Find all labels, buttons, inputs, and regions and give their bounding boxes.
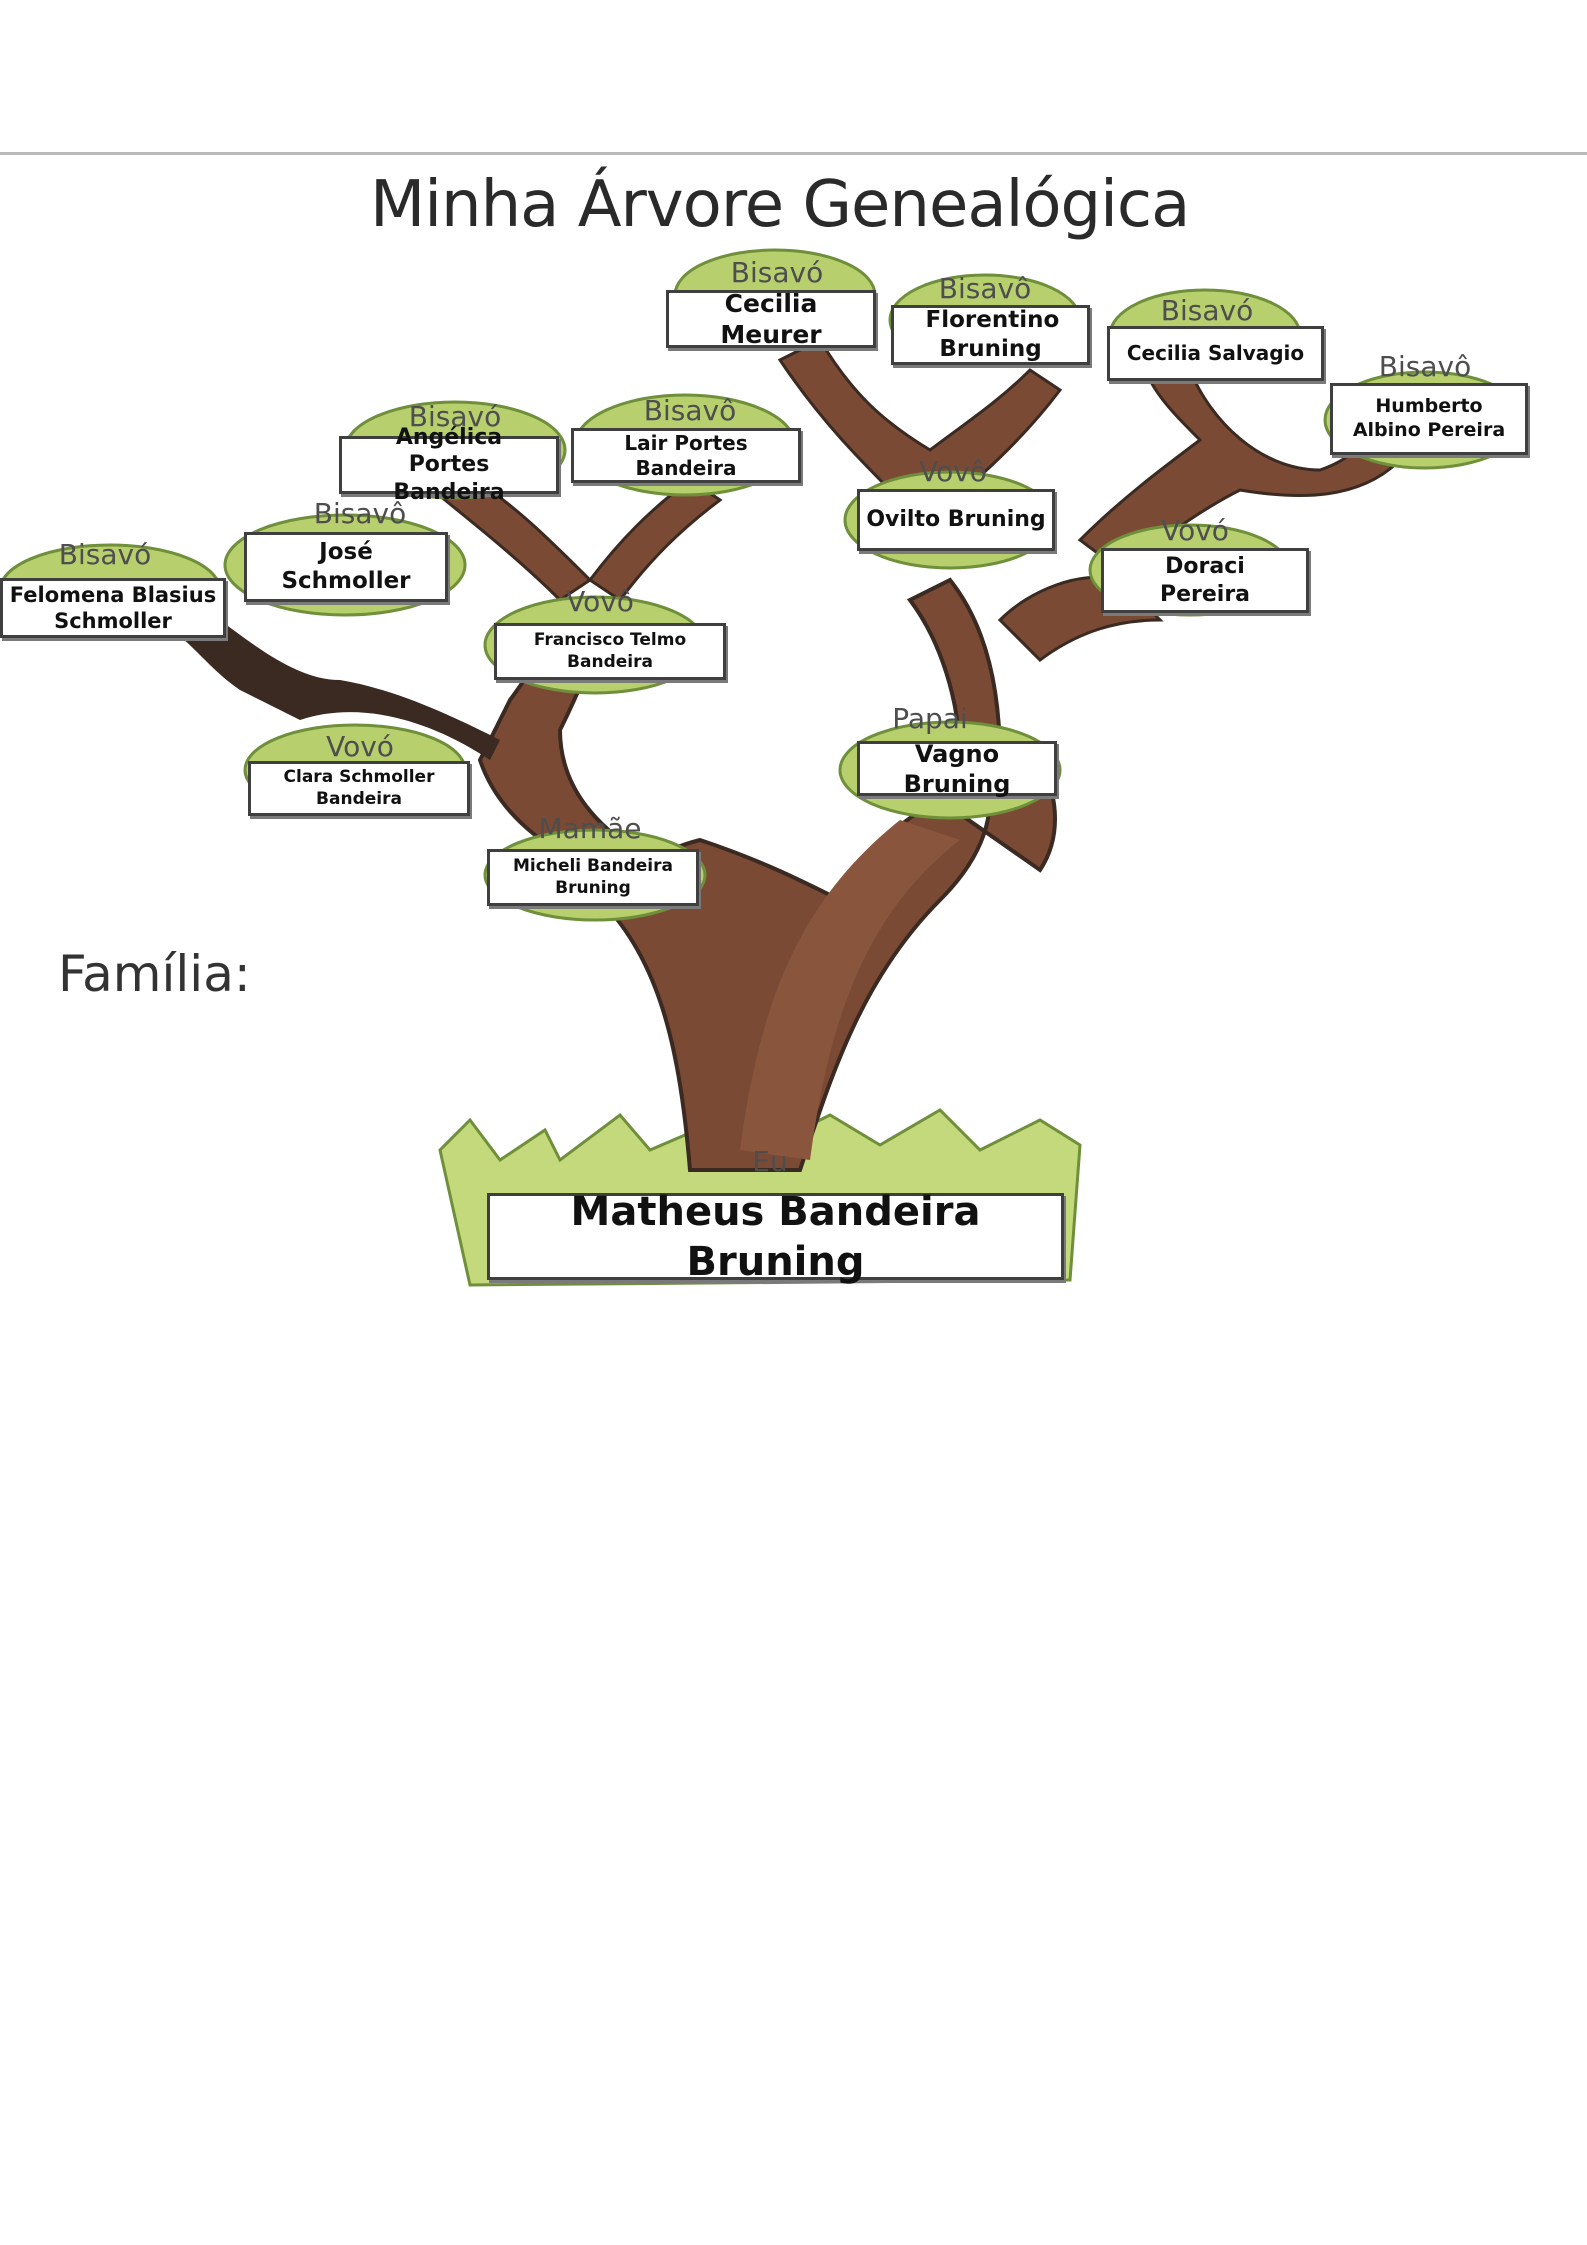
name-papai: Vagno Bruning — [903, 739, 1011, 798]
role-vovo-paterno: Vovô — [919, 455, 987, 488]
name-box-bisavo-cecilia-salvagio: Cecilia Salvagio — [1107, 326, 1324, 381]
role-bisavo-jose: Bisavô — [313, 497, 407, 530]
role-bisavo-lair: Bisavô — [643, 394, 737, 427]
name-box-vovo-paterno: Vovô Ovilto Bruning — [857, 489, 1055, 551]
name-box-vovo-paterna: Doraci Pereira — [1101, 548, 1309, 613]
name-mamae: Micheli Bandeira Bruning — [513, 856, 673, 898]
role-mamae: Mamãe — [538, 812, 642, 845]
familia-label: Família: — [58, 945, 251, 1003]
name-bisavo-angelica: Angélica Portes Bandeira — [393, 424, 505, 505]
name-vovo-materna: Clara Schmoller Bandeira — [283, 767, 435, 809]
name-vovo-paterna: Doraci Pereira — [1159, 554, 1251, 607]
name-vovo-materno: Francisco Telmo Bandeira — [533, 630, 687, 672]
role-papai: Papai — [892, 702, 968, 735]
role-bisavo-angelica: Bisavó — [408, 400, 502, 433]
role-bisavo-humberto: Bisavô — [1378, 350, 1472, 383]
name-box-bisavo-jose: José Schmoller — [244, 532, 448, 602]
name-bisavo-humberto: Humberto Albino Pereira — [1352, 395, 1506, 441]
name-box-eu: Matheus Bandeira Bruning — [487, 1189, 1064, 1285]
name-box-bisavo-florentino: Florentino Bruning — [891, 305, 1090, 365]
name-bisavo-cecilia-meurer: Cecilia Meurer — [720, 288, 822, 349]
name-box-bisavo-humberto: Humberto Albino Pereira — [1330, 383, 1528, 455]
role-vovo-paterna: Vovó — [1161, 514, 1229, 547]
role-bisavo-felomena: Bisavó — [58, 538, 152, 571]
name-box-bisavo-angelica: Angélica Portes Bandeira — [339, 425, 559, 505]
name-box-vovo-materno: Francisco Telmo Bandeira — [494, 623, 726, 680]
name-bisavo-felomena: Felomena Blasius Schmoller — [9, 582, 217, 633]
page-title: Minha Árvore Genealógica — [370, 168, 1190, 242]
name-bisavo-lair: Lair Portes Bandeira — [624, 430, 748, 480]
name-box-mamae: Micheli Bandeira Bruning — [487, 849, 699, 906]
role-bisavo-florentino: Bisavô — [938, 272, 1032, 305]
name-vovo-paterno-text: Ovilto Bruning — [866, 507, 1046, 533]
role-vovo-materna: Vovó — [326, 730, 394, 763]
name-box-papai: Vagno Bruning — [857, 739, 1057, 798]
name-box-bisavo-lair: Lair Portes Bandeira — [571, 428, 801, 483]
top-divider — [0, 152, 1587, 155]
name-eu: Matheus Bandeira Bruning — [570, 1188, 981, 1285]
name-bisavo-jose: José Schmoller — [281, 539, 411, 594]
right-limb — [906, 577, 1003, 762]
role-eu: Eu — [752, 1145, 788, 1178]
role-bisavo-cecilia-salvagio: Bisavó — [1160, 294, 1254, 327]
name-bisavo-florentino: Florentino Bruning — [925, 307, 1060, 362]
name-box-vovo-materna: Clara Schmoller Bandeira — [248, 761, 470, 816]
name-box-bisavo-cecilia-meurer: Cecilia Meurer — [666, 288, 876, 349]
name-bisavo-cecilia-salvagio: Cecilia Salvagio — [1126, 341, 1305, 365]
role-bisavo-cecilia-meurer: Bisavó — [730, 256, 824, 289]
role-vovo-materno: Vovô — [566, 585, 634, 618]
name-box-bisavo-felomena: Felomena Blasius Schmoller — [0, 578, 226, 638]
